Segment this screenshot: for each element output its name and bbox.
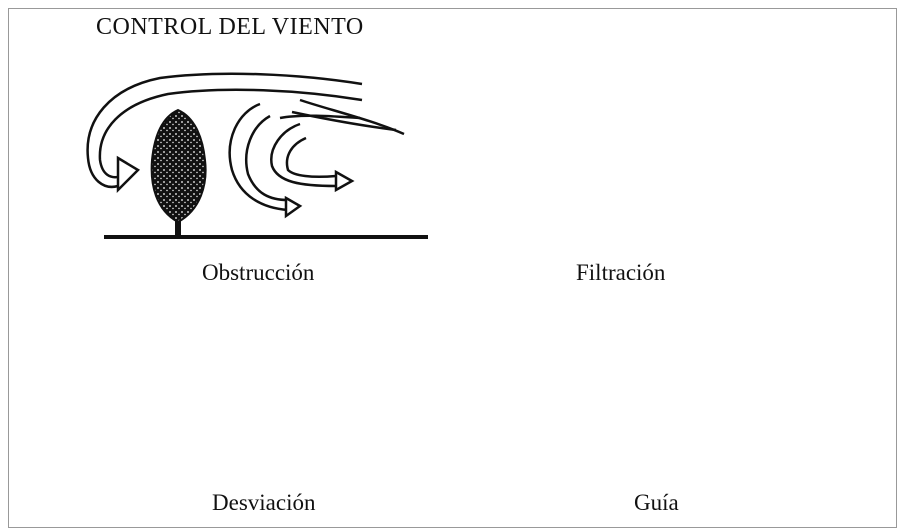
caption-desviacion: Desviación	[212, 490, 316, 515]
caption-guia: Guía	[634, 490, 679, 515]
wind-control-diagram	[86, 72, 428, 239]
obstruction-wind-arrow	[86, 72, 363, 194]
figure-frame	[8, 8, 897, 528]
panel-obstruccion	[86, 72, 428, 239]
caption-obstruccion: Obstrucción	[202, 260, 315, 285]
figure-title: CONTROL DEL VIENTO	[96, 14, 364, 40]
caption-filtracion: Filtración	[576, 260, 666, 285]
eddy-arrows	[228, 98, 405, 219]
tall-tree	[150, 108, 207, 238]
